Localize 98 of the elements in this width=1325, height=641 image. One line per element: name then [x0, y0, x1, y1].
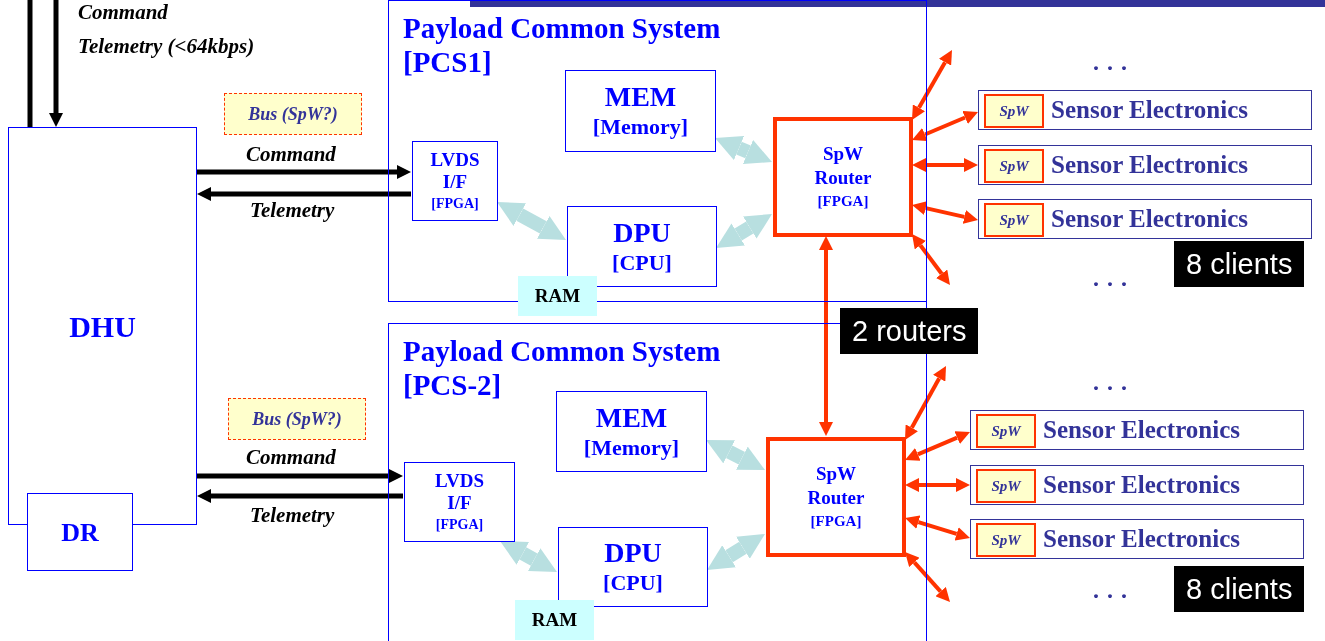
interface-tag [976, 469, 1036, 503]
note-box [228, 398, 366, 440]
box-label: Bus (SpW?) [248, 102, 338, 126]
client-box [978, 90, 1312, 130]
client-box [970, 465, 1304, 505]
callout-tag: 8 clients [1174, 241, 1305, 287]
router-box [766, 437, 906, 557]
arrow [905, 366, 946, 440]
box-label: SpW [999, 156, 1029, 176]
box-label: Payload Common System [PCS-2] [403, 334, 722, 402]
callout-tag: 8 clients [1174, 566, 1305, 612]
arrow [912, 50, 952, 120]
module-box [558, 527, 708, 607]
interface-tag [976, 523, 1036, 557]
double-arrow [497, 202, 566, 240]
box-label: MEM [595, 401, 668, 434]
box-sublabel: [FPGA] [431, 194, 479, 213]
arrow [912, 158, 978, 172]
module-box [404, 462, 515, 542]
box-label: SpW Router [806, 461, 866, 510]
arrow [819, 236, 833, 436]
ellipsis-mark: · · · [1092, 54, 1128, 83]
unit-box [27, 493, 133, 571]
double-arrow [716, 214, 772, 248]
ellipsis-mark: · · · [1092, 374, 1128, 403]
arrow [49, 0, 63, 127]
interface-tag [984, 149, 1044, 183]
box-sublabel: [FPGA] [810, 511, 862, 531]
client-box [978, 199, 1312, 239]
interface-tag [976, 414, 1036, 448]
box-label: LVDS I/F [429, 148, 481, 193]
client-box [970, 519, 1304, 559]
box-sublabel: [FPGA] [817, 191, 869, 211]
box-label: Payload Common System [PCS1] [403, 11, 722, 79]
interface-tag [984, 203, 1044, 237]
box-label: DPU [613, 216, 671, 249]
box-label: SpW [991, 530, 1021, 550]
box-label: RAM [531, 607, 578, 632]
box-label: RAM [534, 283, 581, 308]
box-label: LVDS I/F [434, 469, 485, 514]
double-arrow [715, 136, 772, 164]
arrow [912, 111, 978, 141]
box-label: Sensor Electronics [1043, 470, 1240, 500]
unit-box [8, 127, 197, 525]
arrow [197, 187, 411, 201]
box-label: DHU [69, 308, 136, 345]
box-label: MEM [604, 81, 677, 113]
double-arrow [706, 440, 765, 470]
box-label: Sensor Electronics [1051, 95, 1248, 125]
box-sublabel: [Memory] [592, 113, 689, 141]
arrow [197, 165, 411, 179]
ellipsis-mark: · · · [1092, 582, 1128, 611]
arrow [905, 478, 970, 492]
edge-label: Telemetry (<64kbps) [78, 34, 255, 58]
double-arrow [500, 541, 557, 572]
callout-tag: 2 routers [840, 308, 979, 354]
module-box [565, 70, 716, 152]
ram-box [518, 276, 597, 316]
box-label: Sensor Electronics [1043, 524, 1240, 554]
ellipsis-mark: · · · [1092, 270, 1128, 299]
box-sublabel: [CPU] [612, 248, 672, 277]
interface-tag [984, 94, 1044, 128]
module-box [412, 141, 498, 221]
arrow [197, 469, 403, 483]
box-label: SpW [999, 210, 1029, 230]
client-box [970, 410, 1304, 450]
box-label: DPU [604, 537, 662, 569]
router-box [773, 117, 913, 237]
edge-label: Command [246, 445, 336, 469]
box-label: Bus (SpW?) [252, 407, 342, 431]
system-container [388, 0, 927, 302]
box-label: Sensor Electronics [1051, 150, 1248, 180]
box-label: SpW [999, 101, 1029, 121]
arrow [905, 431, 970, 461]
box-sublabel: [CPU] [603, 569, 663, 597]
box-label: SpW [991, 421, 1021, 441]
double-arrow [707, 534, 765, 570]
arrow [905, 552, 950, 602]
edge-label: Telemetry [250, 503, 335, 527]
box-label: Sensor Electronics [1043, 415, 1240, 445]
note-box [224, 93, 362, 135]
box-label: DR [61, 516, 99, 549]
edge-label: Telemetry [250, 198, 335, 222]
arrow [912, 234, 950, 285]
arrow [912, 201, 978, 224]
box-sublabel: [FPGA] [435, 515, 484, 534]
box-label: SpW [991, 476, 1021, 496]
module-box [556, 391, 707, 472]
ram-box [515, 600, 594, 640]
module-box [567, 206, 717, 287]
box-sublabel: [Memory] [583, 433, 680, 462]
box-label: Sensor Electronics [1051, 204, 1248, 234]
arrow [905, 515, 970, 541]
edge-label: Command [246, 142, 336, 166]
client-box [978, 145, 1312, 185]
arrow [197, 489, 403, 503]
box-label: SpW Router [813, 141, 873, 190]
edge-label: Command [78, 0, 168, 24]
